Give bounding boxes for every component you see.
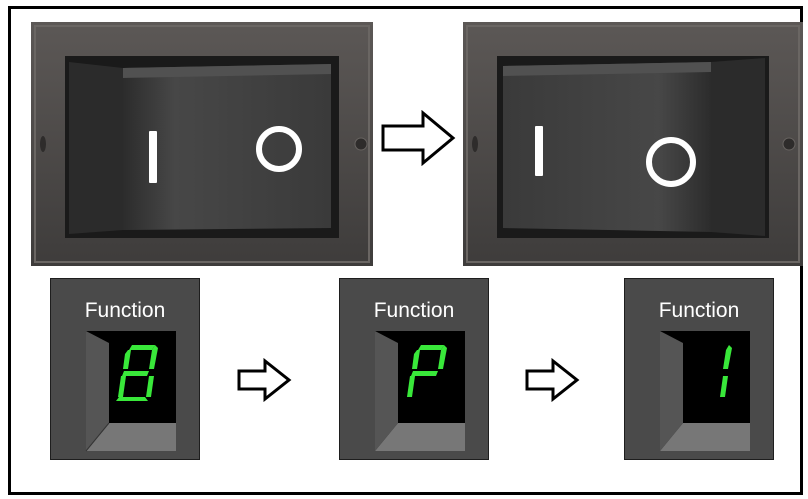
arrow-right-icon (525, 357, 581, 407)
function-display-2: Function (339, 278, 489, 460)
rocker-switch-after[interactable] (463, 22, 803, 266)
power-off-symbol (646, 137, 696, 187)
power-on-symbol (149, 131, 157, 183)
function-display-1: Function (50, 278, 200, 460)
arrow-right-icon (237, 357, 293, 407)
power-on-symbol (535, 126, 543, 176)
power-off-symbol (256, 126, 302, 172)
function-label: Function (373, 299, 455, 322)
function-label: Function (84, 299, 166, 322)
function-display-3: Function (624, 278, 774, 460)
seven-segment-digit (720, 345, 732, 397)
seven-segment-digit (407, 345, 447, 397)
seven-segment-digit (116, 345, 158, 401)
rocker-switch-before[interactable] (31, 22, 373, 266)
arrow-right-icon (381, 109, 457, 171)
function-label: Function (658, 299, 740, 322)
